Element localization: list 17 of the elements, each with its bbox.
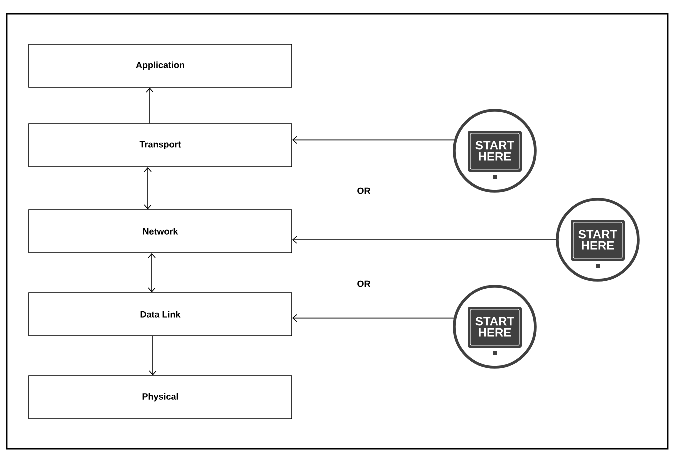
arrow bbox=[146, 88, 154, 124]
start-sign: START HERE bbox=[453, 285, 537, 369]
layer-box: Application bbox=[28, 44, 292, 88]
arrow bbox=[292, 236, 556, 244]
start-sign: START HERE bbox=[453, 109, 537, 193]
or-label: OR bbox=[358, 280, 371, 288]
arrow bbox=[144, 167, 152, 210]
layer-box: Transport bbox=[28, 124, 292, 168]
arrow bbox=[148, 253, 156, 293]
arrow bbox=[149, 336, 157, 376]
layer-box: Network bbox=[28, 210, 292, 254]
or-label: OR bbox=[358, 188, 371, 194]
arrow bbox=[292, 136, 455, 144]
arrow bbox=[292, 314, 454, 322]
layer-box: Physical bbox=[28, 376, 292, 420]
start-sign: START HERE bbox=[556, 198, 640, 282]
layer-box: Data Link bbox=[28, 292, 292, 336]
